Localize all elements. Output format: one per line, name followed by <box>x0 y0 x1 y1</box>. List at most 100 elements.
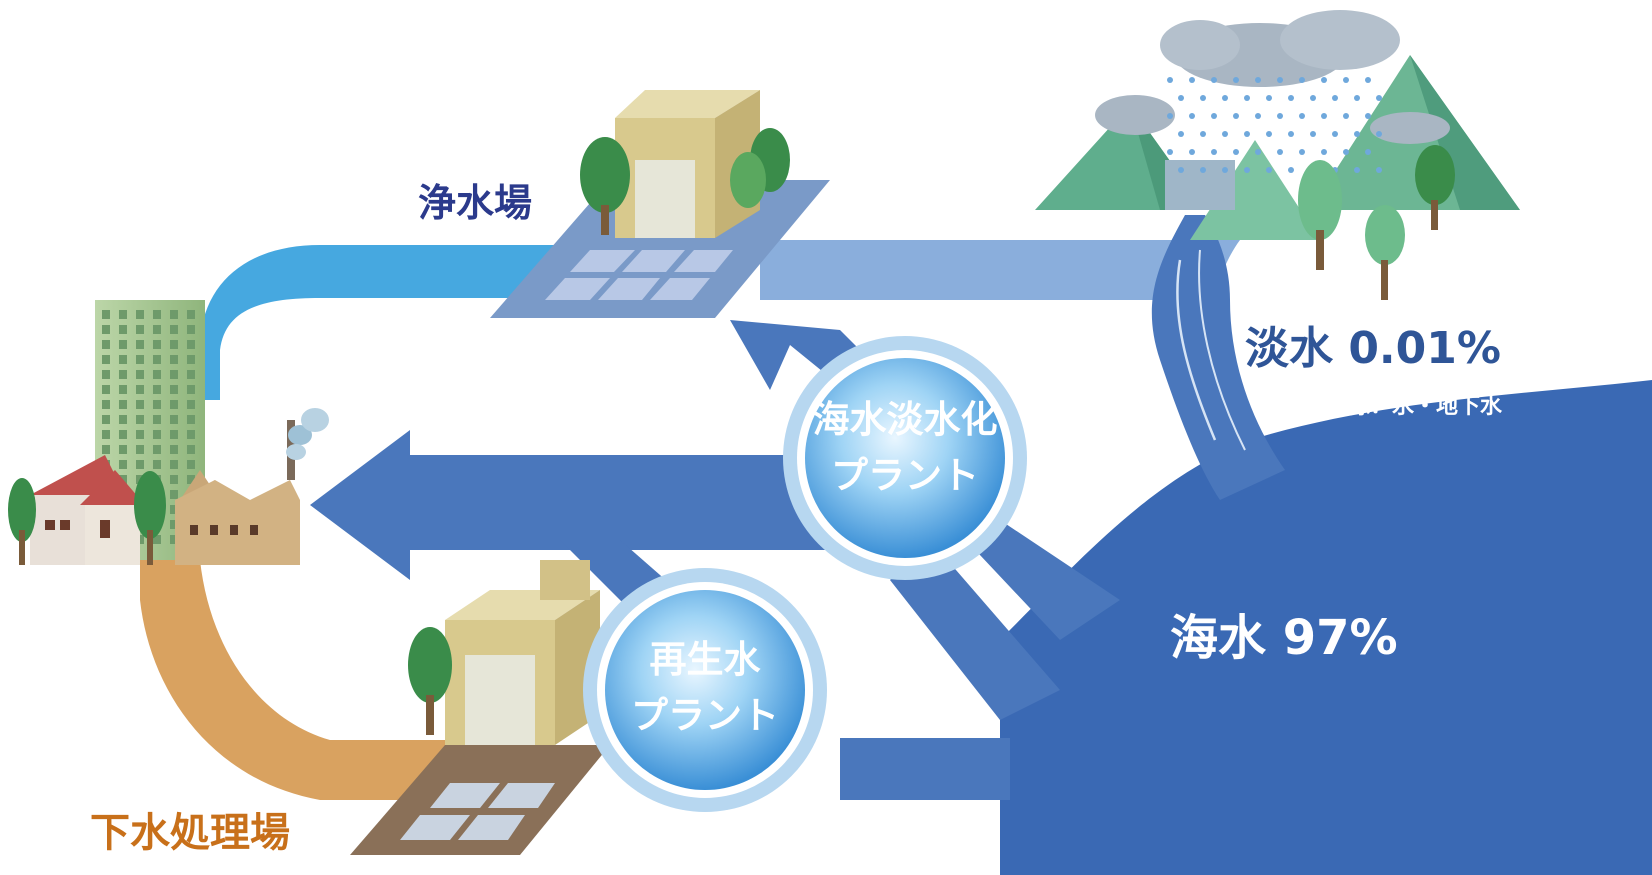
tower-window <box>170 520 178 529</box>
rain-drop <box>1277 149 1283 155</box>
tower-window <box>136 310 144 319</box>
tower-window <box>153 415 161 424</box>
rain-drop <box>1211 77 1217 83</box>
rain-drop <box>1189 77 1195 83</box>
rain-drop <box>1255 113 1261 119</box>
rain-drop <box>1211 149 1217 155</box>
tower-window <box>102 340 110 349</box>
rain-drop <box>1266 95 1272 101</box>
tower-window <box>102 325 110 334</box>
rain-drop <box>1167 149 1173 155</box>
rain-drop <box>1233 149 1239 155</box>
seawater-body <box>1000 380 1652 875</box>
rain-drop <box>1321 77 1327 83</box>
rain-drop <box>1189 149 1195 155</box>
desalination-plant-label: 海水淡水化 プラント <box>785 392 1025 504</box>
tower-window <box>170 460 178 469</box>
sewage-treatment-plant-building <box>350 560 610 855</box>
tower-window <box>170 535 178 544</box>
tower-window <box>119 415 127 424</box>
rain-drop <box>1200 131 1206 137</box>
rain-drop <box>1277 77 1283 83</box>
reclaimed-water-plant-label-line1: 再生水 <box>649 638 761 681</box>
tower-window <box>187 325 195 334</box>
rain-drop <box>1233 77 1239 83</box>
desalination-plant-label-line1: 海水淡水化 <box>812 398 998 441</box>
tower-window <box>119 325 127 334</box>
rain-drop <box>1365 113 1371 119</box>
tower-window <box>170 370 178 379</box>
tower-window <box>170 415 178 424</box>
rain-drop <box>1354 131 1360 137</box>
tower-window <box>153 340 161 349</box>
rain-drop <box>1255 149 1261 155</box>
rain-drop <box>1299 77 1305 83</box>
tower-window <box>187 460 195 469</box>
rain-drop <box>1354 167 1360 173</box>
rain-drop <box>1277 113 1283 119</box>
rain-drop <box>1244 167 1250 173</box>
desalination-plant-label-line2: プラント <box>831 454 979 497</box>
tower-window <box>170 325 178 334</box>
tower-window <box>136 460 144 469</box>
tower-window <box>153 445 161 454</box>
rain-drop <box>1299 149 1305 155</box>
tower-window <box>136 415 144 424</box>
tower-window <box>170 400 178 409</box>
tap-water-supply-pipe <box>200 245 620 400</box>
rain-drop <box>1255 77 1261 83</box>
rain-drop <box>1310 131 1316 137</box>
tower-window <box>119 310 127 319</box>
rain-drop <box>1266 167 1272 173</box>
tower-window <box>170 475 178 484</box>
tower-window <box>136 400 144 409</box>
reclaimed-water-plant-label: 再生水 プラント <box>585 632 825 744</box>
tower-window <box>187 340 195 349</box>
tower-window <box>102 430 110 439</box>
tower-window <box>187 400 195 409</box>
fresh-water-note: 除：氷・地下水 <box>1348 394 1503 419</box>
tower-window <box>170 310 178 319</box>
rain-drop <box>1354 95 1360 101</box>
tower-window <box>136 355 144 364</box>
rain-drop <box>1200 95 1206 101</box>
river <box>1151 215 1285 500</box>
rain-drop <box>1332 95 1338 101</box>
tower-window <box>136 325 144 334</box>
desalination-plant-orb <box>783 336 1027 580</box>
tower-window <box>153 310 161 319</box>
tower-window <box>187 355 195 364</box>
rain-drop <box>1244 131 1250 137</box>
city <box>8 300 329 565</box>
rain-drop <box>1222 131 1228 137</box>
rain-drops <box>1167 77 1382 173</box>
fresh-water-label: 淡水 0.01% <box>1245 323 1501 374</box>
tower-window <box>102 355 110 364</box>
tower-window <box>119 400 127 409</box>
tower-window <box>153 385 161 394</box>
rain-drop <box>1288 131 1294 137</box>
tower-window <box>102 385 110 394</box>
tower-window <box>119 385 127 394</box>
tower-window <box>119 340 127 349</box>
rain-drop <box>1332 131 1338 137</box>
tower-window <box>153 355 161 364</box>
tower-window <box>170 445 178 454</box>
tower-window <box>136 340 144 349</box>
tower-window <box>153 460 161 469</box>
tower-window <box>119 460 127 469</box>
tower-window <box>153 325 161 334</box>
tower-window <box>153 370 161 379</box>
rain-drop <box>1222 95 1228 101</box>
reclaimed-water-plant-orb <box>583 568 827 812</box>
rain-drop <box>1321 149 1327 155</box>
rain-drop <box>1365 77 1371 83</box>
tower-window <box>102 400 110 409</box>
tower-window <box>102 445 110 454</box>
reclaimed-water-plant-label-line2: プラント <box>631 694 779 737</box>
tower-window <box>187 430 195 439</box>
rain-drop <box>1288 167 1294 173</box>
tower-window <box>153 400 161 409</box>
rain-drop <box>1178 131 1184 137</box>
